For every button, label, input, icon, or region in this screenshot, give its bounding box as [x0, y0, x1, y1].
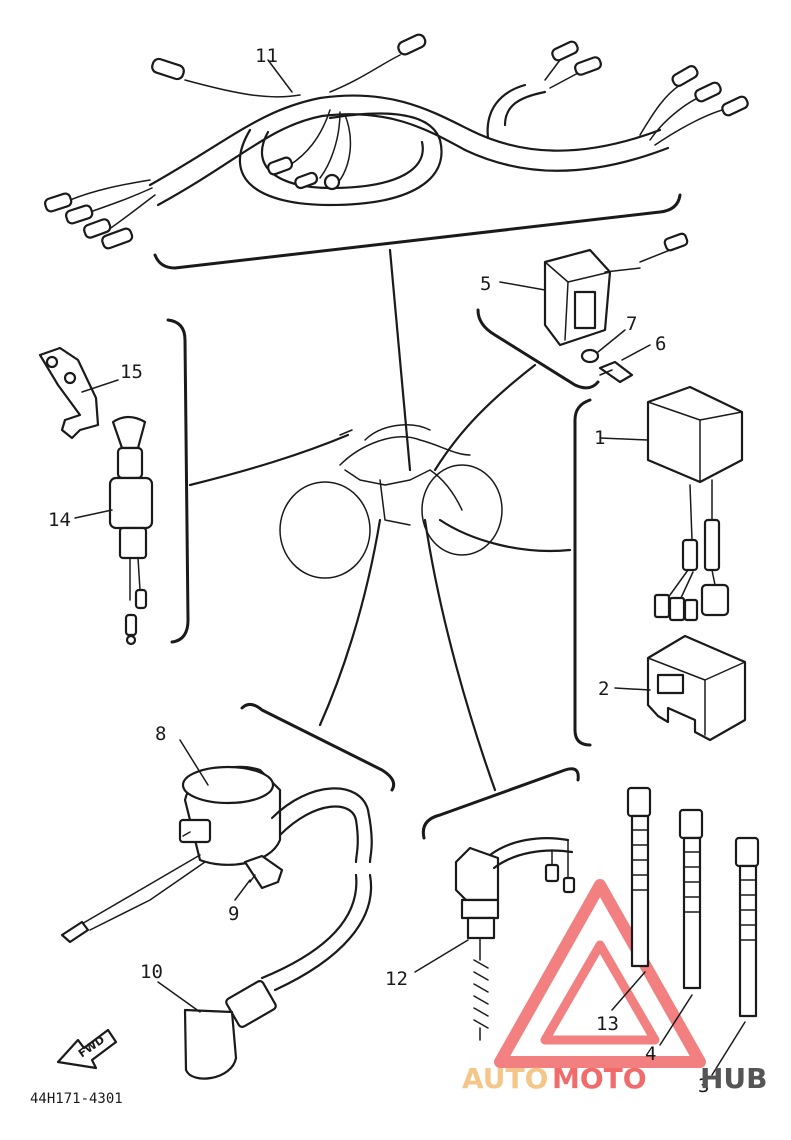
label-4: 4	[645, 1043, 656, 1065]
cable-ties	[611, 786, 760, 1076]
watermark-part2: MOTO	[552, 1062, 647, 1095]
label-11: 11	[255, 45, 278, 67]
main-switch-group	[38, 318, 190, 646]
label-13: 13	[596, 1013, 619, 1035]
label-6: 6	[655, 333, 666, 355]
label-2: 2	[598, 678, 609, 700]
watermark-part1: AUTO	[462, 1062, 548, 1095]
fwd-arrow-icon: FWD	[56, 1028, 118, 1070]
neutral-switch-group	[414, 767, 580, 1041]
label-8: 8	[155, 723, 166, 745]
watermark-triangle	[494, 879, 706, 1068]
watermark-part3: HUB	[700, 1062, 768, 1095]
ignition-coil-group	[60, 703, 396, 1080]
wire-harness	[43, 33, 749, 270]
label-15: 15	[120, 361, 143, 383]
label-1: 1	[594, 427, 605, 449]
motorcycle-outline	[279, 424, 503, 579]
label-14: 14	[48, 509, 71, 531]
watermark-logo: AUTO MOTO HUB	[462, 1062, 768, 1095]
part-labels: 11 5 7 6 15 1 14 2 8 9 12 10 13 4 3	[48, 45, 709, 1097]
label-9: 9	[228, 903, 239, 925]
leader-lines	[188, 248, 572, 792]
cdi-group	[573, 385, 747, 747]
regulator-group	[476, 232, 689, 390]
drawing-code: 44H171-4301	[30, 1091, 123, 1107]
label-12: 12	[385, 968, 408, 990]
label-5: 5	[480, 273, 491, 295]
label-10: 10	[140, 961, 163, 983]
label-3: 3	[698, 1075, 709, 1097]
label-7: 7	[626, 313, 637, 335]
